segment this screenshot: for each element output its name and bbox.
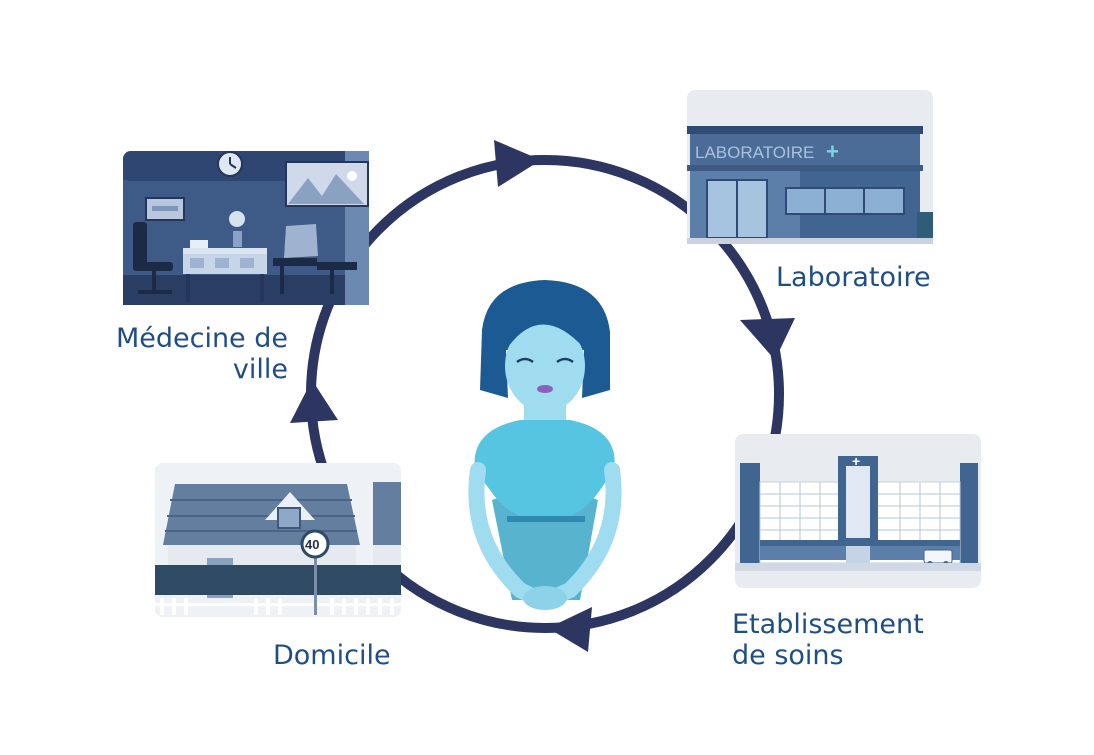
arrow-bottom-left (548, 607, 592, 652)
laboratoire-panel: LABORATOIRE + (687, 90, 933, 244)
etablissement-panel: + (735, 434, 981, 588)
woman-patient-icon (468, 280, 622, 610)
laboratoire-label: Laboratoire (776, 262, 931, 293)
laboratoire-sign: LABORATOIRE (695, 143, 814, 162)
hospital-cross-icon: + (852, 453, 860, 469)
cycle-ring (290, 140, 795, 652)
etablissement-label-line2: de soins (732, 640, 844, 671)
arrow-left-up (290, 380, 338, 423)
medecine-label-line1: Médecine de (115, 323, 288, 354)
domicile-label: Domicile (273, 640, 391, 671)
domicile-panel: 40 (155, 463, 401, 617)
medecine-label-line2: ville (232, 354, 288, 385)
arrow-right-down (740, 318, 795, 360)
pharmacy-cross-icon: + (826, 139, 839, 164)
desk-icon (183, 240, 267, 302)
medecine-panel (123, 151, 369, 305)
medecine-de-ville-label: Médecine de ville (116, 323, 288, 385)
arrow-top-right (494, 140, 541, 187)
office-chair-icon (133, 222, 173, 294)
mountain-painting-icon (285, 161, 369, 207)
speed-limit-sign-icon: 40 (300, 529, 330, 615)
speed-limit-value: 40 (305, 537, 319, 552)
etablissement-label-line1: Etablissement (732, 609, 924, 640)
etablissement-de-soins-label: Etablissement de soins (732, 609, 924, 671)
